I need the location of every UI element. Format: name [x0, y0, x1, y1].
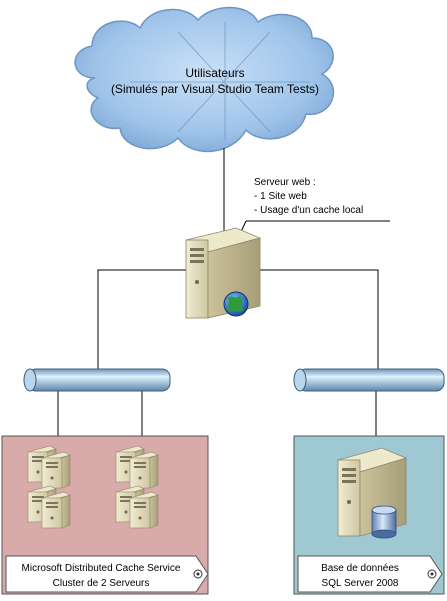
- database-label-line: SQL Server 2008: [321, 578, 399, 589]
- network-segment-icon: [293, 368, 445, 392]
- cache-cluster-label-line: Microsoft Distributed Cache Service: [21, 563, 181, 574]
- database-label: Base de données SQL Server 2008: [298, 561, 422, 591]
- cloud-icon: [74, 6, 335, 153]
- cache-cluster-label: Microsoft Distributed Cache Service Clus…: [6, 561, 196, 591]
- web-server-note-item: - Usage d'un cache local: [254, 205, 364, 216]
- database-label-line: Base de données: [321, 563, 399, 574]
- web-server-icon: [184, 227, 262, 319]
- database-cylinder-icon: [371, 505, 397, 539]
- web-server-note-title: Serveur web :: [254, 177, 316, 188]
- globe-icon: [223, 291, 249, 317]
- cloud-title: Utilisateurs: [185, 66, 245, 80]
- web-server-note: Serveur web : - 1 Site web - Usage d'un …: [254, 176, 363, 218]
- network-segment-icon: [23, 368, 171, 392]
- database-server-icon: [336, 447, 408, 537]
- web-server-note-item: - 1 Site web: [254, 191, 307, 202]
- cloud-subtitle: (Simulés par Visual Studio Team Tests): [110, 82, 320, 96]
- cache-cluster-label-line: Cluster de 2 Serveurs: [52, 578, 150, 589]
